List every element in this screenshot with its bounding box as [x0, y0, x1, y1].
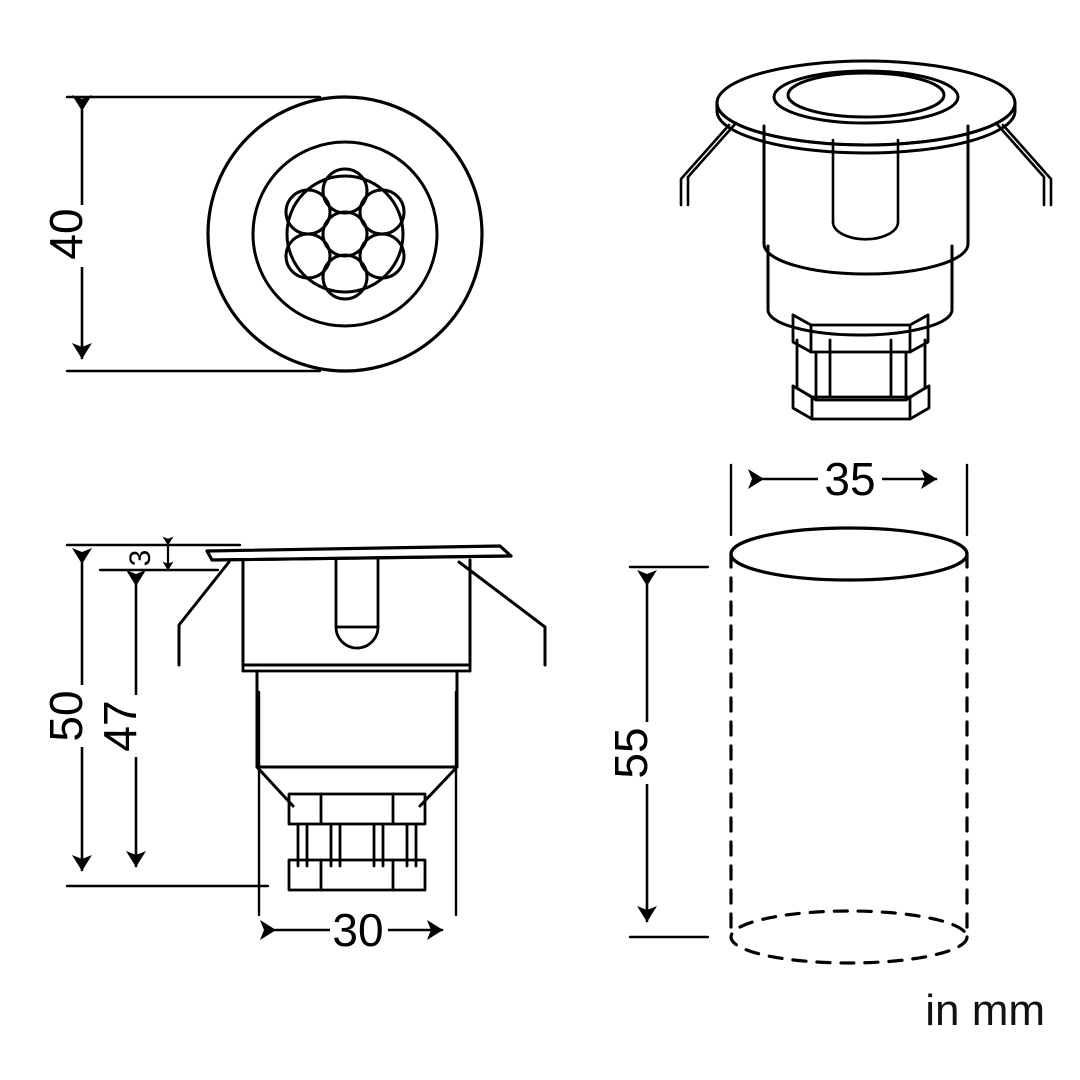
mask-55	[627, 722, 667, 784]
mask-40	[62, 205, 102, 267]
front-face-view	[65, 95, 484, 373]
led-lens-6	[284, 188, 332, 236]
side-taper-left	[255, 765, 295, 808]
dim-label-30-top: 30	[332, 904, 383, 956]
cutout-cylinder-view	[628, 463, 969, 965]
gland-base	[791, 384, 931, 421]
mask-35	[818, 458, 882, 502]
led-lens-1	[321, 167, 369, 215]
iso-lower-housing	[766, 244, 954, 337]
iso-spring-clip-left-b	[679, 123, 731, 207]
cutout-bottom-ellipse	[729, 909, 969, 965]
dim-label-50-top: 50	[40, 690, 92, 741]
dim-label-47-top: 47	[94, 700, 146, 751]
mask-50	[62, 685, 102, 747]
cutout-top-ellipse	[729, 526, 969, 582]
iso-body-cylinder	[762, 124, 970, 276]
side-lower-housing	[255, 669, 459, 769]
iso-cable-gland	[791, 313, 931, 421]
bezel-inner-circle	[251, 140, 439, 328]
dim-label-35-top: 35	[824, 453, 875, 505]
side-cable-gland	[287, 792, 427, 892]
dim-label-3: 3	[124, 550, 157, 567]
led-cluster	[284, 167, 406, 301]
isometric-view	[679, 59, 1053, 421]
dim-label-55-top: 55	[605, 727, 657, 778]
iso-spring-clip-right-b	[1001, 123, 1053, 207]
mask-47	[116, 695, 156, 757]
gland-hex-body	[795, 338, 927, 402]
gland-top-collar	[287, 792, 427, 826]
side-flange-underline	[210, 554, 513, 562]
iso-bezel-thickness-front	[715, 101, 1017, 147]
side-lens-barrel	[334, 558, 380, 650]
units-label: in mm	[925, 986, 1045, 1035]
led-lens-4	[321, 253, 369, 301]
iso-body-slot-bottom	[831, 220, 900, 241]
dimension-40	[65, 95, 322, 373]
gland-collar	[791, 313, 930, 354]
dim-label-40-top: 40	[40, 208, 92, 259]
dimension-labels-top: 40 50 47 30 35 55	[40, 208, 876, 956]
side-spring-clip-right	[457, 560, 547, 667]
text-gap-masks	[62, 205, 882, 954]
iso-spring-clip-right	[994, 121, 1046, 207]
iso-lens-ring-outer	[772, 69, 960, 125]
lens-seat-circle	[285, 174, 405, 294]
iso-lens-ring-inner	[786, 71, 946, 119]
led-lens-3	[358, 232, 406, 280]
iso-bezel-underside	[715, 109, 1017, 155]
mask-30	[330, 908, 388, 954]
gland-bottom-collar	[287, 858, 427, 892]
bezel-outer-circle	[206, 95, 484, 373]
gland-base-top-edge	[791, 384, 931, 399]
gland-collar-top-edge	[791, 313, 930, 327]
side-elevation-view	[65, 536, 547, 940]
iso-spring-clip-left	[686, 121, 738, 207]
side-spring-clip-left	[177, 560, 231, 667]
side-body-outline	[241, 558, 472, 667]
